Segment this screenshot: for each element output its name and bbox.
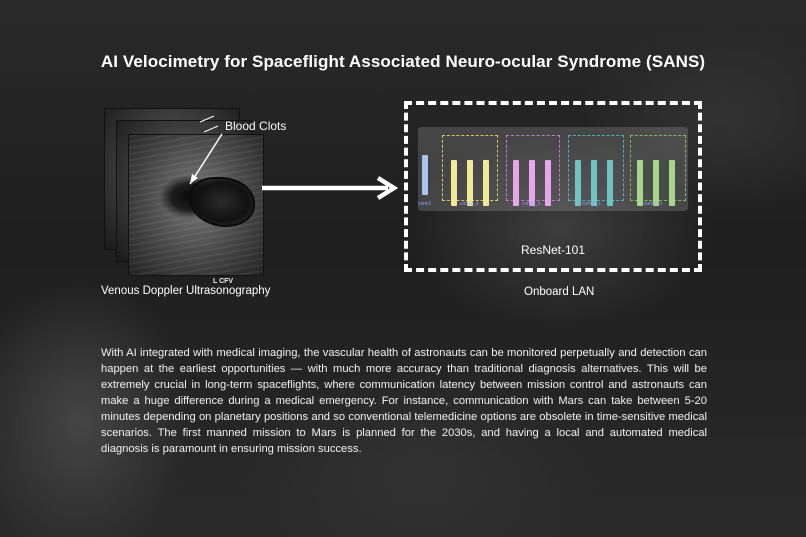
blood-clot-label: Blood Clots [225, 119, 287, 133]
clot-pointer-arrow [189, 115, 223, 185]
conv4-layer-3 [607, 160, 613, 206]
conv3-block [506, 135, 560, 206]
stage-label-conv5: conv5_x [644, 201, 663, 207]
flow-arrow-icon [262, 176, 399, 200]
conv2-layer-2 [467, 160, 473, 206]
stage-label-conv2: conv2_x [460, 201, 479, 207]
conv5-layer-1 [637, 160, 643, 206]
conv5-block [630, 135, 686, 206]
ultrasound-caption: Venous Doppler Ultrasonography [101, 285, 271, 297]
conv4-block [568, 135, 624, 206]
conv3-layer-1 [513, 160, 519, 206]
stage-label-conv4: conv4_x [582, 201, 601, 207]
conv4-layer-1 [575, 160, 581, 206]
stage-label-conv3: conv3_x [522, 201, 541, 207]
page-title: AI Velocimetry for Spaceflight Associate… [100, 52, 706, 71]
conv5-layer-3 [669, 160, 675, 206]
description-paragraph: With AI integrated with medical imaging,… [101, 347, 707, 455]
blood-clot-region [189, 177, 255, 227]
conv2-layer-1 [451, 160, 457, 206]
lan-caption: Onboard LAN [524, 286, 595, 298]
network-name: ResNet-101 [520, 243, 586, 257]
conv2-block [442, 135, 498, 206]
conv2-layer-3 [483, 160, 489, 206]
conv4-layer-2 [591, 160, 597, 206]
resnet-diagram: conv1 conv2_x conv3_x conv4_x conv5_x [418, 127, 688, 211]
frame-label: L CFV [213, 278, 234, 285]
ultrasound-image-stack: L CFV [104, 108, 264, 285]
conv5-layer-2 [653, 160, 659, 206]
ultrasound-frame-front: L CFV [128, 134, 264, 285]
stage-label-conv1: conv1 [418, 201, 432, 207]
conv3-layer-3 [545, 160, 551, 206]
conv3-layer-2 [529, 160, 535, 206]
onboard-lan-box: conv1 conv2_x conv3_x conv4_x conv5_x Re… [404, 101, 702, 272]
conv1-layer [422, 155, 428, 195]
